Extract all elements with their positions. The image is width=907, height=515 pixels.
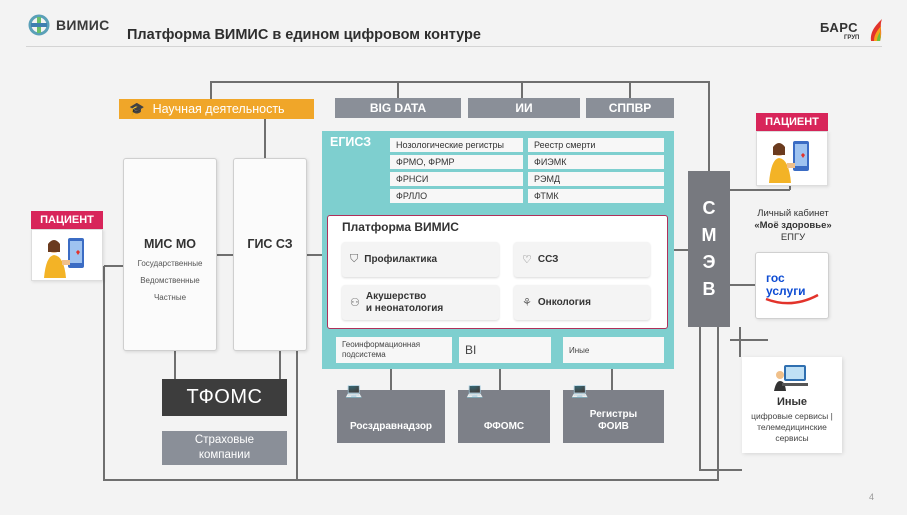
tfoms-block: ТФОМС <box>162 379 287 416</box>
gosuslugi-line: услуги <box>766 284 806 298</box>
gis-sz-title: ГИС СЗ <box>247 237 293 251</box>
direction-obstetrics: ⚇ Акушерство и неонатология <box>342 285 499 320</box>
science-label-text: Научная деятельность <box>152 102 285 116</box>
shield-icon: ⛉ <box>350 253 359 265</box>
mis-mo-line: Ведомственные <box>140 276 200 285</box>
smev-letter: Э <box>702 252 716 272</box>
smev-letter: С <box>702 198 716 218</box>
personal-account-line: «Моё здоровье» <box>754 220 832 231</box>
smev-letter: М <box>701 225 717 245</box>
vimis-logo-text: ВИМИС <box>56 17 110 33</box>
patient-left-card <box>31 229 103 281</box>
bars-flame-icon <box>870 19 882 41</box>
patient-illustration-icon <box>44 238 84 278</box>
telemedicine-icon <box>774 365 808 391</box>
direction-label: Профилактика <box>364 254 438 265</box>
registry-item: ФРНСИ <box>390 172 523 186</box>
bi-subsystem: BI <box>459 337 551 363</box>
foiv-registries-block: 💻 Регистры ФОИВ <box>563 383 664 443</box>
other-services-block: Иные цифровые сервисы | телемедицинские … <box>742 357 842 453</box>
other-services-title: Иные <box>776 396 808 408</box>
gis-sz-block: ГИС СЗ <box>233 158 307 351</box>
direction-label: ССЗ <box>537 254 559 265</box>
mis-mo-line: Государственные <box>137 259 203 268</box>
registry-item: ФИЭМК <box>528 155 664 169</box>
ffoms-label: ФФОМС <box>483 421 525 432</box>
egisz-label: ЕГИСЗ <box>330 135 372 149</box>
registry-item: ФТМК <box>528 189 664 203</box>
registry-item: ФРМО, ФРМР <box>390 155 523 169</box>
direction-cardio: ♡ ССЗ <box>514 242 650 277</box>
direction-label-line: и неонатология <box>365 302 444 314</box>
mis-mo-title: МИС МО <box>143 237 197 251</box>
heart-pulse-icon: ♡ <box>522 254 532 266</box>
mis-mo-block: МИС МО Государственные Ведомственные Час… <box>123 158 217 351</box>
page-number: 4 <box>869 492 875 502</box>
vimis-logo-icon <box>28 14 50 36</box>
patient-right-label: ПАЦИЕНТ <box>756 113 828 131</box>
registry-item: Нозологические регистры <box>390 138 523 152</box>
insurance-line: Страховые <box>194 434 255 446</box>
other-services-line: цифровые сервисы | <box>751 411 833 421</box>
patient-illustration-icon <box>769 141 809 183</box>
registry-item: ФРЛЛО <box>390 189 523 203</box>
other-subsystem: Иные <box>563 337 664 363</box>
page-title: Платформа ВИМИС в едином цифровом контур… <box>127 27 481 43</box>
roszdravnadzor-label: Росздравнадзор <box>349 421 433 432</box>
insurance-line: компании <box>198 449 251 461</box>
patient-right-card <box>756 131 828 186</box>
science-label: 🎓 Научная деятельность <box>119 99 314 119</box>
vimis-logo: ВИМИС <box>28 14 110 36</box>
mis-mo-line: Частные <box>153 293 187 302</box>
registry-item: Реестр смерти <box>528 138 664 152</box>
bigdata-label: BIG DATA <box>335 98 461 118</box>
direction-label: Онкология <box>537 297 591 308</box>
personal-account-label: Личный кабинет «Моё здоровье» ЕПГУ <box>745 208 841 244</box>
ai-label: ИИ <box>468 98 580 118</box>
personal-account-line: Личный кабинет <box>757 208 829 219</box>
other-services-line: сервисы <box>775 433 809 443</box>
foiv-label-line: Регистры <box>589 409 638 420</box>
dss-label: СППВР <box>586 98 674 118</box>
registry-item: РЭМД <box>528 172 664 186</box>
vimis-platform-title: Платформа ВИМИС <box>342 220 459 234</box>
laptop-icon: 💻 <box>466 382 484 398</box>
geo-subsystem-line: Геоинформационная <box>342 340 421 349</box>
bars-logo: БАРС ГРУП <box>820 17 886 43</box>
ribbon-icon: ⚘ <box>522 297 532 309</box>
foiv-label-line: ФОИВ <box>598 421 629 432</box>
direction-prevention: ⛉ Профилактика <box>342 242 499 277</box>
direction-label-line: Акушерство <box>365 290 427 302</box>
insurance-block: Страховые компании <box>162 431 287 465</box>
laptop-icon: 💻 <box>571 382 589 398</box>
graduation-cap-icon: 🎓 <box>129 101 145 116</box>
mother-child-icon: ⚇ <box>350 297 360 309</box>
smev-block: С М Э В <box>688 171 730 327</box>
geo-subsystem-line: подсистема <box>342 350 386 359</box>
gosuslugi-icon: гос услуги <box>765 271 819 305</box>
header-divider <box>26 46 882 47</box>
ffoms-block: 💻 ФФОМС <box>458 383 550 443</box>
other-services-line: телемедицинские <box>757 422 827 432</box>
direction-oncology: ⚘ Онкология <box>514 285 650 320</box>
gosuslugi-line: гос <box>766 271 785 285</box>
smev-letter: В <box>702 279 716 299</box>
laptop-icon: 💻 <box>345 382 363 398</box>
gosuslugi-logo: гос услуги <box>755 252 829 319</box>
geo-subsystem: Геоинформационная подсистема <box>336 337 452 363</box>
personal-account-line: ЕПГУ <box>780 232 806 243</box>
patient-left-label: ПАЦИЕНТ <box>31 211 103 229</box>
bars-logo-text: БАРС <box>820 20 858 35</box>
bars-logo-sub: ГРУП <box>844 35 860 41</box>
roszdravnadzor-block: 💻 Росздравнадзор <box>337 383 445 443</box>
